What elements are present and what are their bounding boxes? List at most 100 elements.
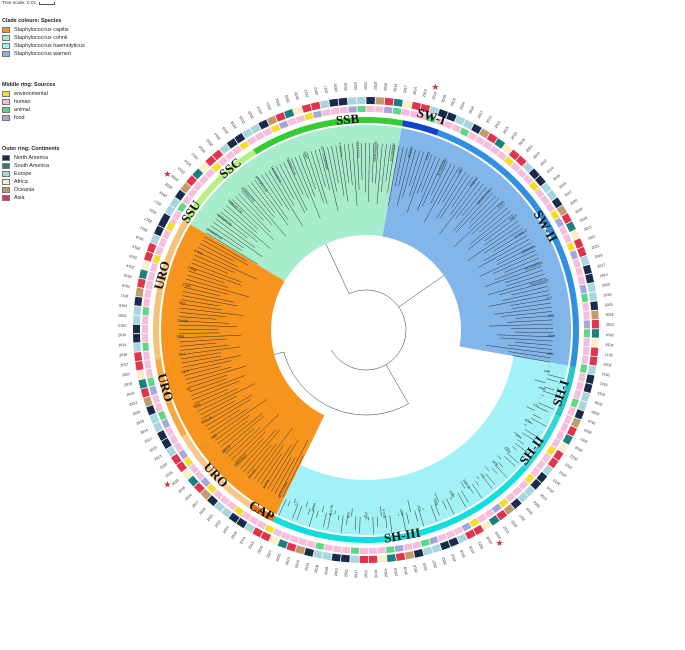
source-ring-segment [581, 293, 589, 303]
continent-ring-segment [157, 430, 168, 441]
year-label: 2019 [354, 82, 358, 90]
source-ring-segment [149, 385, 158, 396]
source-ring-segment [144, 289, 152, 299]
leaf-branch [290, 158, 309, 199]
leaf-branch [498, 462, 504, 468]
leaf-branch [506, 273, 545, 287]
leaf-branch [536, 406, 549, 413]
source-ring-segment [248, 515, 259, 526]
year-label: 2012 [304, 89, 310, 98]
clade-ring-segment [181, 433, 254, 509]
leaf-branch [526, 406, 535, 411]
continent-ring-segment [411, 101, 422, 111]
leaf-branch [340, 515, 344, 534]
year-label: 2014 [140, 428, 149, 435]
continent-ring-segment [221, 507, 233, 518]
leaf-branch [483, 235, 528, 261]
source-ring-segment [143, 351, 150, 361]
continent-ring-segment [310, 101, 321, 111]
leaf-branch [185, 278, 250, 298]
year-label: 2014 [239, 536, 246, 545]
year-label: 2019 [149, 446, 158, 453]
continent-ring-segment [338, 97, 348, 106]
year-label: 2014 [304, 562, 310, 571]
source-ring-segment [332, 545, 342, 553]
tree-branches [179, 143, 565, 535]
year-label: 2016 [468, 545, 475, 554]
year-label: 2017 [403, 85, 408, 94]
source-ring-segment [172, 209, 182, 221]
leaf-branch [228, 427, 261, 457]
leaf-branch [442, 169, 463, 203]
leaf-branch [488, 294, 550, 307]
leaf-branch [323, 512, 327, 527]
year-label: 2019 [159, 190, 168, 198]
leaf-branch [180, 307, 244, 316]
leaf-branch [479, 207, 508, 233]
leaf-branch [402, 513, 406, 531]
year-label: 2019 [584, 428, 593, 435]
continent-ring-segment [347, 97, 357, 105]
legend-label: North America [14, 155, 49, 161]
tip-label: UBN [210, 433, 218, 441]
year-label: 2020 [275, 553, 282, 562]
leaf-branch [240, 429, 277, 469]
year-label: 2015 [605, 302, 613, 307]
leaf-branch [263, 443, 293, 487]
year-label: 2019 [324, 567, 329, 576]
clade-ring-segment [522, 414, 561, 470]
year-label: 2016 [605, 313, 613, 317]
year-label: 2020 [118, 313, 126, 317]
leaf-branch [198, 247, 238, 268]
leaf-branch [512, 446, 517, 451]
leaf-branch [181, 352, 221, 360]
tip-label: MRH [537, 385, 546, 391]
legend-label: Africa [14, 179, 28, 185]
leaf-branch [283, 162, 308, 211]
source-ring-segment [575, 381, 584, 391]
source-ring-segment [155, 246, 164, 256]
continent-ring-segment [359, 555, 369, 563]
source-ring-segment [577, 275, 586, 286]
leaf-branch [409, 152, 425, 197]
tip-label: MRO [448, 489, 455, 498]
year-label: 2018 [230, 531, 238, 540]
source-ring-segment [583, 311, 590, 320]
leaf-branch [191, 262, 242, 283]
leaf-branch [408, 150, 420, 187]
source-ring-segment [147, 377, 156, 387]
year-label: 2013 [118, 323, 126, 327]
leaf-branch [388, 145, 400, 206]
legend-title: Clade colours: Species [2, 18, 62, 24]
leaf-branch [296, 505, 303, 520]
continent-ring-segment [161, 438, 172, 449]
tip-label: NCIR2000395 [373, 141, 378, 162]
tip-label: SLC2000042 [286, 157, 297, 176]
year-label: 2018 [441, 94, 447, 103]
continent-ring-segment [192, 168, 204, 180]
year-label: 2020 [333, 84, 338, 92]
leaf-branch [496, 334, 553, 338]
leaf-branch [293, 498, 297, 503]
leaf-branch [418, 509, 424, 527]
continent-ring-segment [496, 509, 508, 521]
continent-ring-segment [577, 400, 588, 411]
leaf-branch [179, 338, 227, 343]
tip-label: AR1663 [407, 146, 414, 158]
continent-ring-segment [446, 112, 457, 122]
source-ring-segment [219, 495, 230, 506]
tree-scale-bar [39, 2, 56, 5]
clade-ring-segment [202, 149, 257, 197]
year-label: 2018 [165, 182, 174, 190]
leaf-branch [180, 303, 223, 311]
source-ring-segment [256, 520, 267, 530]
leaf-branch [184, 282, 229, 295]
leaf-branch [416, 158, 440, 211]
leaf-branch [491, 467, 498, 474]
continent-ring-segment [319, 100, 330, 109]
source-ring-segment [225, 150, 236, 161]
leaf-branch [461, 490, 469, 503]
leaf-branch [179, 320, 230, 324]
source-ring-segment [562, 233, 572, 244]
